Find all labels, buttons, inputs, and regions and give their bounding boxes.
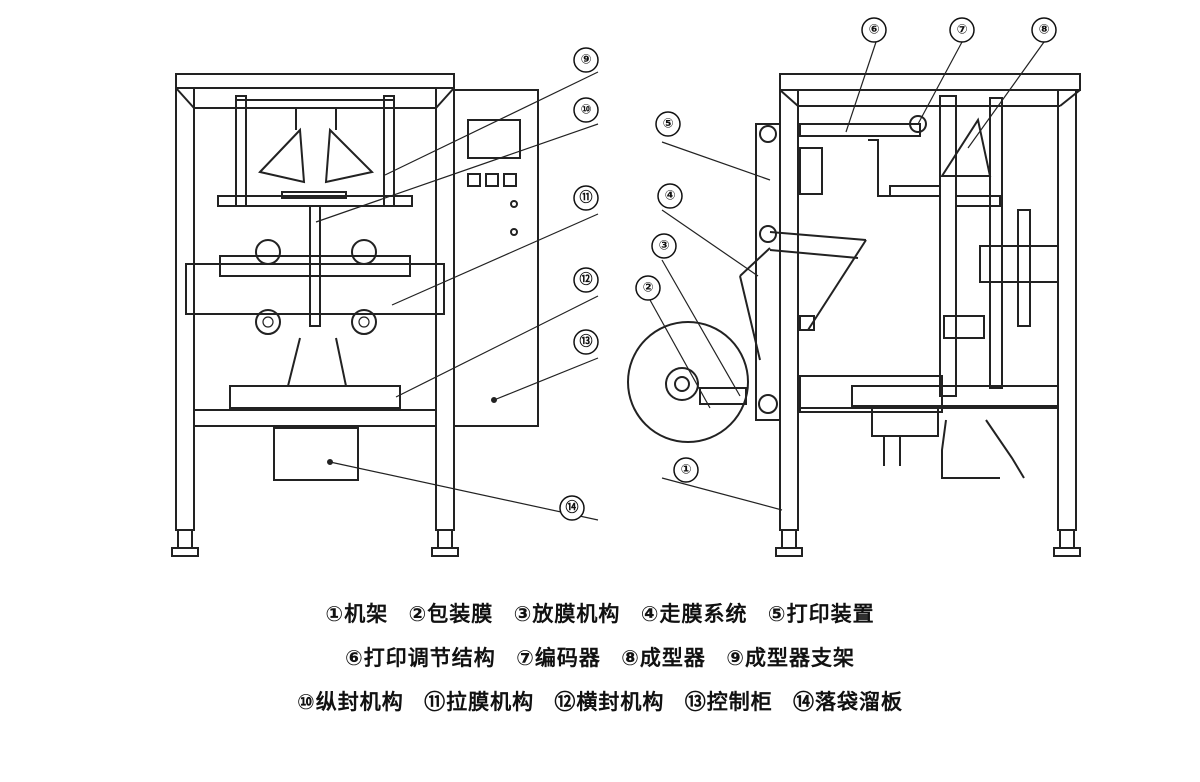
legend-row: ⑩纵封机构 ⑪拉膜机构 ⑫横封机构 ⑬控制柜 ⑭落袋溜板 [0,686,1200,716]
legend-item-former: ⑧成型器 [621,646,706,670]
svg-text:①: ① [680,463,691,478]
svg-text:②: ② [642,281,653,296]
svg-text:⑤: ⑤ [662,117,673,132]
callout-4: ④ [657,183,683,209]
callout-12: ⑫ [573,267,599,293]
machine-diagram: ⑨ ⑩ ⑪ ⑫ ⑬ ⑭ ① ② ③ ④ ⑤ ⑥ [171,17,1081,557]
svg-text:⑪: ⑪ [579,190,592,206]
callout-13: ⑬ [573,329,599,355]
callout-8: ⑧ [1031,17,1057,43]
legend-item-horizontal-seal: ⑫横封机构 [554,690,665,714]
callout-3: ③ [651,233,677,259]
callout-6: ⑥ [861,17,887,43]
callout-7: ⑦ [949,17,975,43]
callout-5: ⑤ [655,111,681,137]
legend-item-printer: ⑤打印装置 [767,602,875,626]
front-view [171,71,599,557]
legend-item-former-bracket: ⑨成型器支架 [726,646,856,670]
callout-9: ⑨ [573,47,599,73]
callout-2: ② [635,275,661,301]
legend-item-control-cabinet: ⑬控制柜 [684,690,773,714]
legend-item-packaging-film: ②包装膜 [408,602,494,626]
svg-text:⑭: ⑭ [565,500,578,516]
legend-item-print-adjust: ⑥打印调节结构 [344,646,496,670]
svg-text:⑨: ⑨ [580,53,591,68]
legend-row: ⑥打印调节结构 ⑦编码器 ⑧成型器 ⑨成型器支架 [0,642,1200,672]
svg-text:⑦: ⑦ [956,23,967,38]
legend-item-film-pulling: ⑪拉膜机构 [424,690,535,714]
svg-text:④: ④ [664,189,675,204]
legend-item-drop-chute: ⑭落袋溜板 [793,690,904,714]
side-view [627,41,1081,557]
svg-text:⑧: ⑧ [1038,23,1049,38]
legend-item-film-unwinding: ③放膜机构 [513,602,621,626]
legend-item-vertical-seal: ⑩纵封机构 [296,690,404,714]
svg-text:③: ③ [658,239,669,254]
svg-text:⑥: ⑥ [868,23,879,38]
callout-10: ⑩ [573,97,599,123]
legend-item-film-transport: ④走膜系统 [640,602,748,626]
svg-text:⑩: ⑩ [580,103,591,118]
legend-item-encoder: ⑦编码器 [516,646,601,670]
callout-1: ① [673,457,699,483]
callout-11: ⑪ [573,185,599,211]
svg-text:⑫: ⑫ [579,272,592,288]
callout-14: ⑭ [559,495,585,521]
svg-text:⑬: ⑬ [579,334,592,350]
legend-item-frame: ①机架 [325,602,389,626]
legend-row: ①机架 ②包装膜 ③放膜机构 ④走膜系统 ⑤打印装置 [0,598,1200,628]
